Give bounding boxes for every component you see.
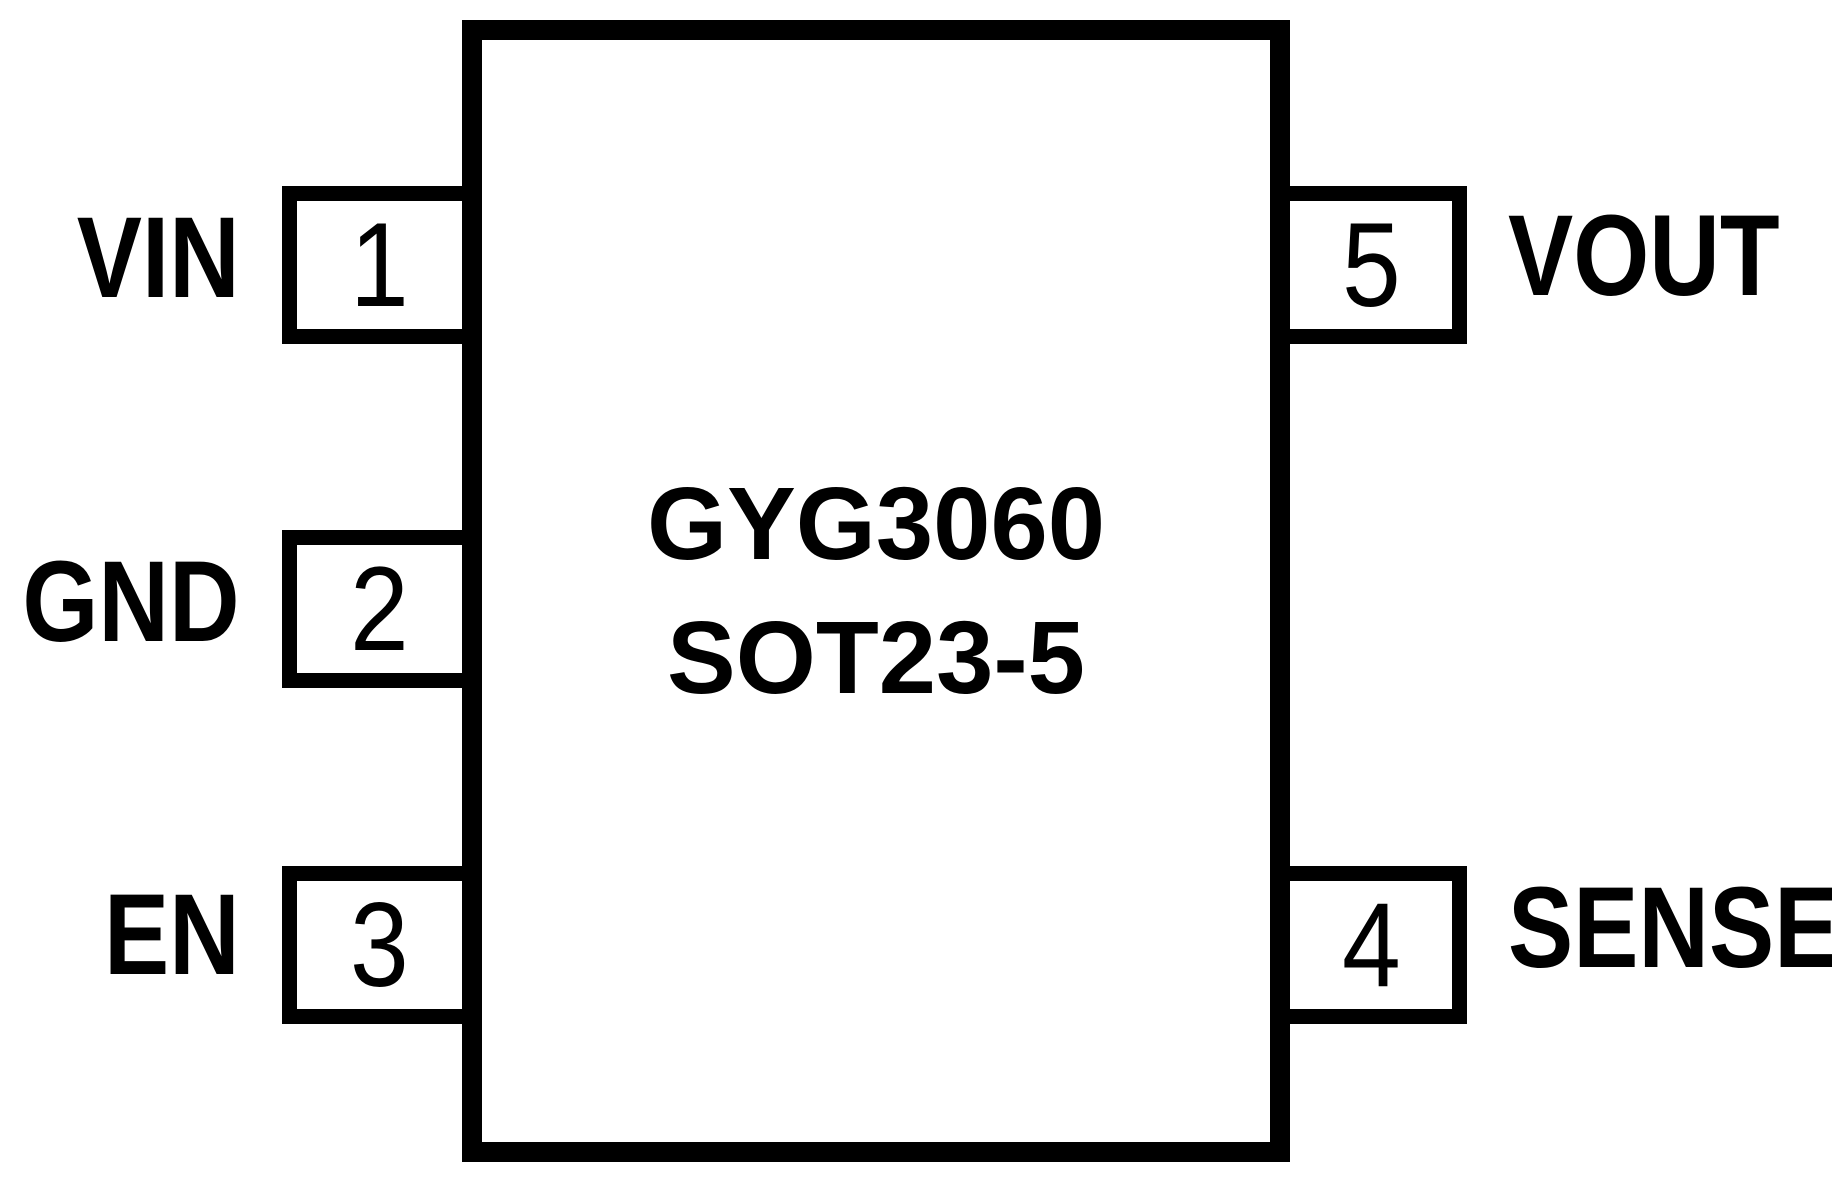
pin-number-3: 3: [350, 878, 409, 1012]
pin-box-2: 2: [282, 530, 462, 688]
ic-body-outline: GYG3060 SOT23-5: [462, 20, 1290, 1162]
pin-label-en: EN: [104, 871, 240, 999]
pin-label-vout: VOUT: [1508, 192, 1780, 320]
pin-number-1: 1: [350, 198, 409, 332]
pin-number-4: 4: [1341, 878, 1401, 1012]
pin-box-4: 4: [1290, 866, 1467, 1024]
pin-box-1: 1: [282, 186, 462, 344]
pin-number-2: 2: [350, 542, 409, 676]
chip-package: SOT23-5: [667, 600, 1085, 715]
chip-name: GYG3060: [646, 466, 1106, 581]
pin-box-5: 5: [1290, 186, 1467, 344]
pin-label-gnd: GND: [22, 538, 240, 666]
pin-number-5: 5: [1341, 198, 1401, 332]
pin-box-3: 3: [282, 866, 462, 1024]
pin-label-vin: VIN: [77, 194, 240, 322]
pin-label-sense: SENSE: [1508, 864, 1832, 992]
